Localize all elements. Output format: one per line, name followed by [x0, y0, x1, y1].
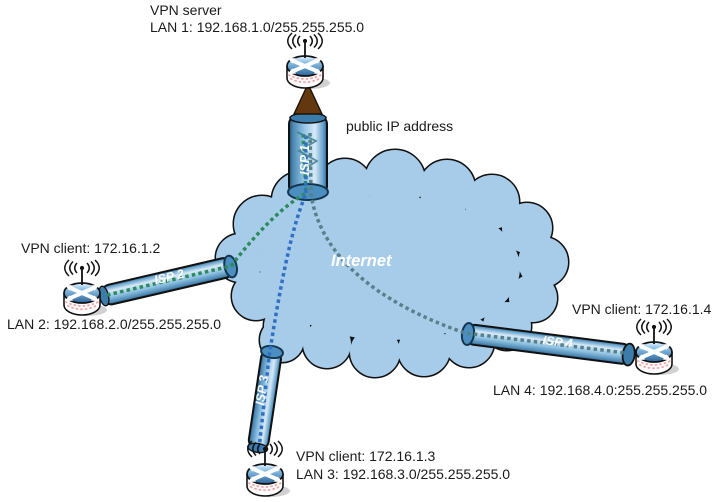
vpn-server-title: VPN server — [150, 2, 222, 18]
internet-label: Internet — [331, 252, 393, 270]
pipe-opening — [260, 344, 284, 360]
vpn-client-4-title: VPN client: 172.16.1.4 — [572, 301, 712, 317]
pipe-opening — [287, 183, 329, 201]
isp-1-label: ISP 1 — [298, 145, 312, 175]
public-ip-label: public IP address — [346, 118, 453, 134]
isp-3-label: ISP 3 — [253, 374, 271, 406]
tunnel-coil-icon — [296, 131, 319, 172]
vpn-tunnel-client3 — [257, 133, 308, 450]
vpn-client-4-router-icon — [634, 317, 681, 377]
vpn-client-2-subnet: LAN 2: 192.168.2.0/255.255.255.0 — [7, 316, 221, 332]
vpn-client-3-subnet: LAN 3: 192.168.3.0/255.255.255.0 — [296, 466, 510, 482]
vpn-client-3-title: VPN client: 172.16.1.3 — [296, 448, 436, 464]
isp-2-label: ISP 2 — [153, 267, 186, 287]
vpn-client-4-subnet: LAN 4: 192.168.4.0:255.255.255.0 — [493, 382, 707, 398]
vpn-tunnel-client4 — [308, 132, 627, 355]
vpn-client-3-router-icon — [245, 439, 292, 499]
isp-4-label: ISP 4 — [542, 333, 574, 351]
vpn-server-subnet: LAN 1: 192.168.1.0/255.255.255.0 — [150, 19, 364, 35]
vpn-client-2-title: VPN client: 172.16.1.2 — [21, 240, 161, 256]
uplink-arrow-icon — [292, 82, 324, 115]
vpn-server-router-icon — [285, 31, 332, 91]
vpn-tunnel-client2 — [106, 132, 308, 297]
